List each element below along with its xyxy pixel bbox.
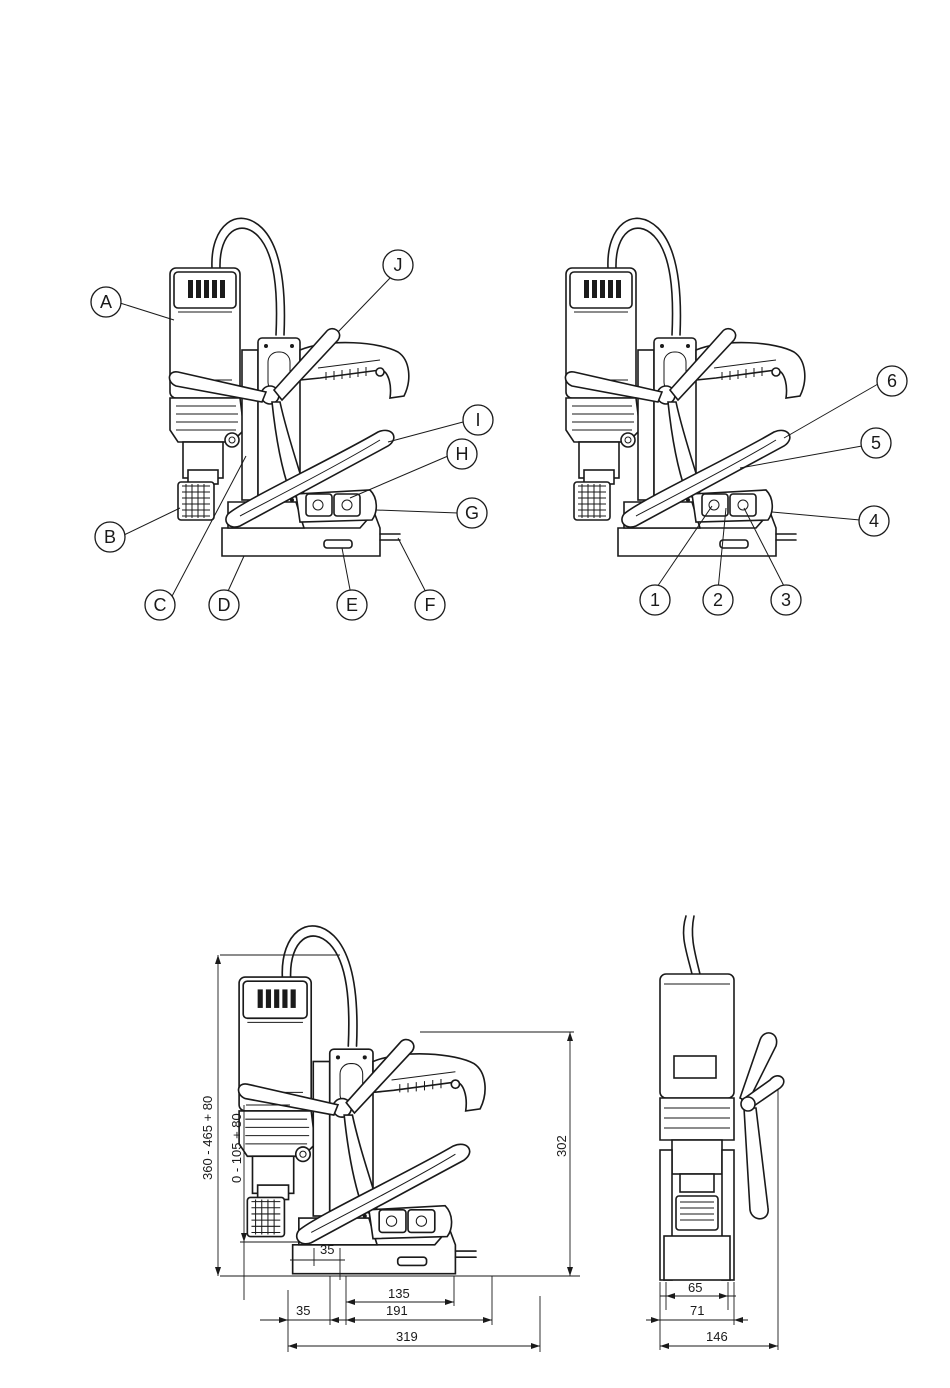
svg-text:F: F [425, 595, 436, 615]
front-view-dimensions: 65 71 146 [646, 916, 784, 1350]
dim-total-height: 360 - 465 + 80 [200, 1096, 215, 1180]
dim-base-inner: 135 [388, 1286, 410, 1301]
svg-text:G: G [465, 503, 479, 523]
dim-front-offset: 35 [296, 1303, 310, 1318]
callout-B: B [95, 522, 125, 552]
svg-text:J: J [394, 255, 403, 275]
callout-E: E [337, 590, 367, 620]
svg-text:3: 3 [781, 590, 791, 610]
callout-1: 1 [640, 585, 670, 615]
callout-D: D [209, 590, 239, 620]
callout-G: G [457, 498, 487, 528]
dim-magnet-width: 65 [688, 1280, 702, 1295]
dim-stroke: 0 - 105 + 80 [229, 1113, 244, 1183]
callout-H: H [447, 439, 477, 469]
dim-overall-length: 319 [396, 1329, 418, 1344]
svg-text:4: 4 [869, 511, 879, 531]
callout-6: 6 [877, 366, 907, 396]
dim-base-width: 71 [690, 1303, 704, 1318]
svg-text:E: E [346, 595, 358, 615]
svg-text:D: D [218, 595, 231, 615]
callout-4: 4 [859, 506, 889, 536]
side-view-labelled-letters: A B C D E F G H I J [91, 218, 493, 620]
svg-text:6: 6 [887, 371, 897, 391]
callout-A: A [91, 287, 121, 317]
side-view-dimensions: 360 - 465 + 80 0 - 105 + 80 302 35 135 [200, 926, 580, 1352]
svg-text:5: 5 [871, 433, 881, 453]
svg-text:2: 2 [713, 590, 723, 610]
callout-2: 2 [703, 585, 733, 615]
svg-text:B: B [104, 527, 116, 547]
svg-text:1: 1 [650, 590, 660, 610]
callout-5: 5 [861, 428, 891, 458]
side-view-labelled-numbers: 1 2 3 4 5 6 [565, 218, 907, 615]
callout-C: C [145, 590, 175, 620]
callout-F: F [415, 590, 445, 620]
dim-overall-width: 146 [706, 1329, 728, 1344]
svg-text:C: C [154, 595, 167, 615]
svg-text:I: I [475, 410, 480, 430]
callout-J: J [383, 250, 413, 280]
dim-frame-height: 302 [554, 1135, 569, 1157]
svg-text:A: A [100, 292, 112, 312]
callout-I: I [463, 405, 493, 435]
callout-3: 3 [771, 585, 801, 615]
dim-base-length: 191 [386, 1303, 408, 1318]
svg-text:H: H [456, 444, 469, 464]
dim-spindle-offset: 35 [320, 1242, 334, 1257]
